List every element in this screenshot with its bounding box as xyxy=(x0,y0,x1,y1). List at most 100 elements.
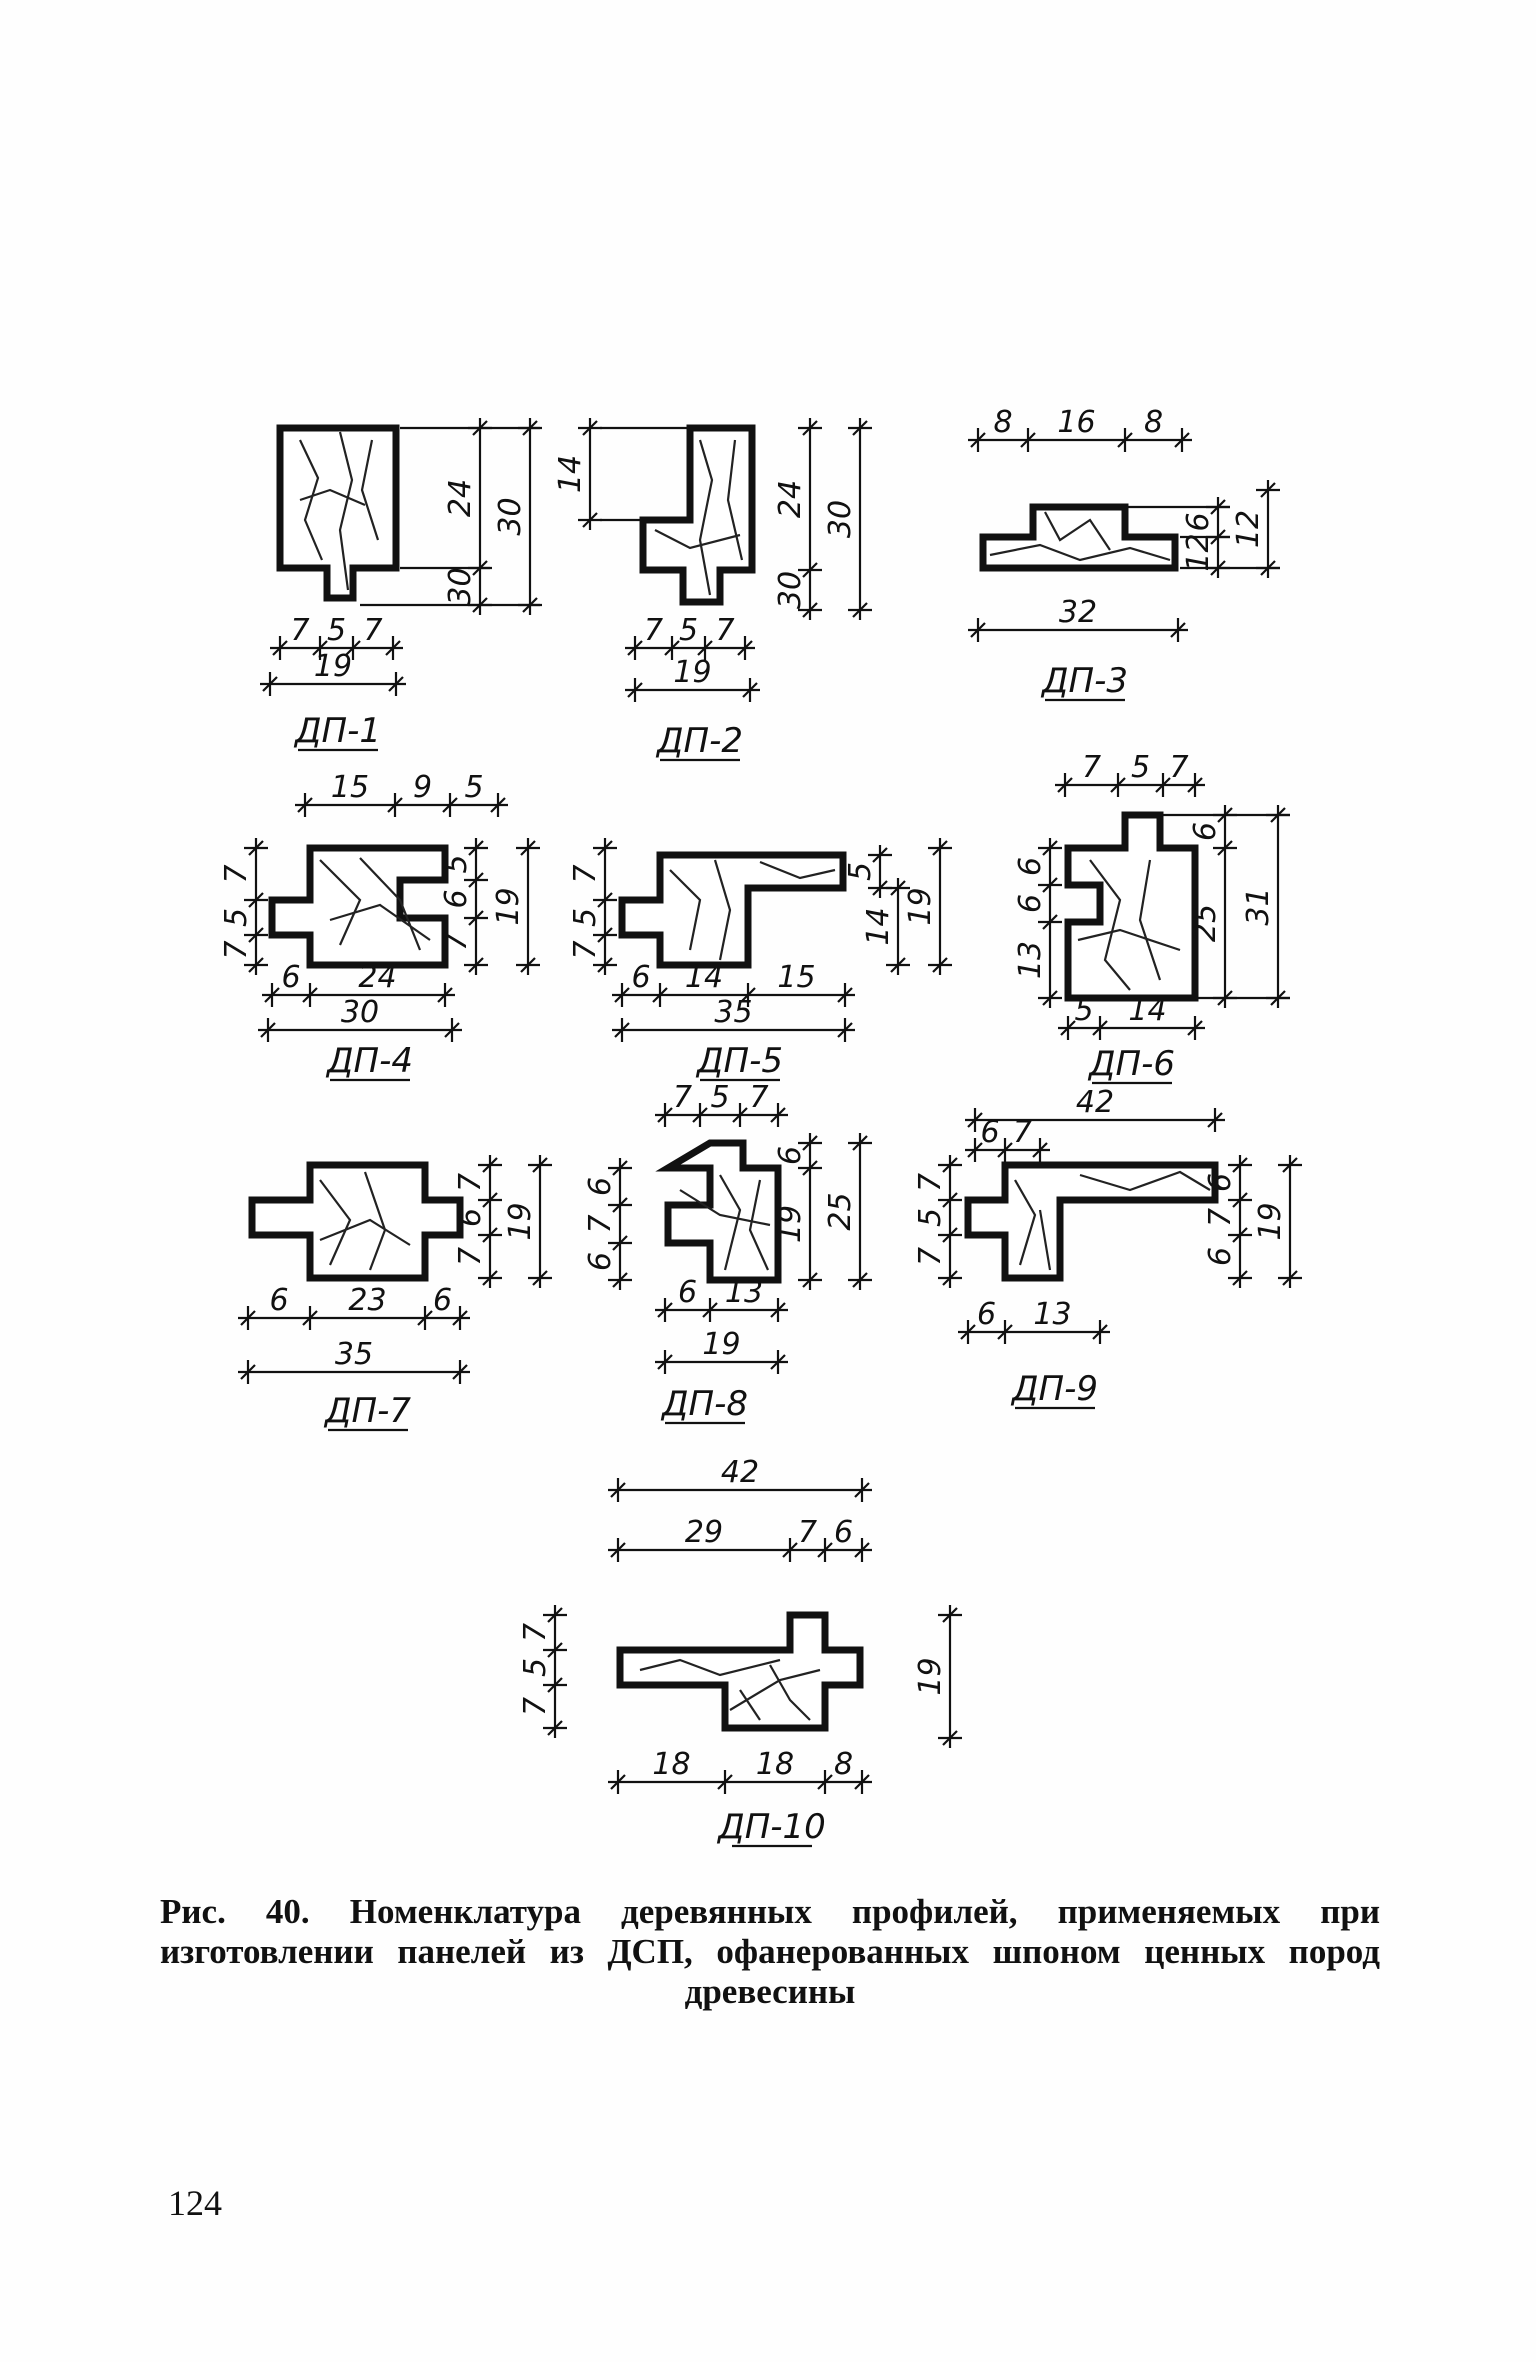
dimension-value: 6 xyxy=(1203,1247,1238,1266)
dimension-value: 35 xyxy=(335,1337,373,1372)
dimension-line xyxy=(442,797,458,813)
dimension-line xyxy=(1042,914,1058,930)
dimension-value: 7 xyxy=(363,613,382,648)
dimension-line xyxy=(417,1310,433,1326)
dimension-value: 5 xyxy=(464,770,483,805)
dimension-line xyxy=(817,1774,833,1790)
dimension-line xyxy=(482,1227,498,1243)
dimension-value: 5 xyxy=(913,1208,948,1227)
dimension-line xyxy=(702,1302,718,1318)
dimension-line xyxy=(520,840,536,856)
dimension-value: 5 xyxy=(518,1658,553,1677)
profile-label: ДП-4 xyxy=(325,1041,413,1081)
dimension-line xyxy=(837,987,853,1003)
wood-grain-line xyxy=(299,488,366,507)
profile-section xyxy=(979,503,1179,572)
dimension-value: 9 xyxy=(413,770,432,805)
dimension-value: 7 xyxy=(1013,1115,1032,1150)
wood-grain-line xyxy=(698,439,714,596)
dimension-line xyxy=(297,797,313,813)
dimension-line xyxy=(582,420,598,436)
dimension-line xyxy=(1282,1157,1298,1173)
dimension-line xyxy=(740,987,756,1003)
dimension-line xyxy=(1260,482,1276,498)
dimension-value: 19 xyxy=(314,649,352,684)
dimension-line xyxy=(1207,1112,1223,1128)
dimension-value: 15 xyxy=(331,770,369,805)
dimension-line xyxy=(737,640,753,656)
dimension-line xyxy=(942,1192,958,1208)
dimension-line xyxy=(872,880,888,896)
dimension-value: 6 xyxy=(1181,512,1216,531)
dimension-value: 7 xyxy=(1169,750,1188,785)
dimension-line xyxy=(468,910,484,926)
dimension-value: 25 xyxy=(823,1192,858,1230)
dimension-value: 12 xyxy=(1181,533,1216,571)
dimension-line xyxy=(610,1774,626,1790)
dimension-line xyxy=(942,1607,958,1623)
dimension-line xyxy=(597,892,613,908)
dimension-line xyxy=(872,847,888,863)
profile-label: ДП-7 xyxy=(323,1391,411,1431)
profile-label: ДП-5 xyxy=(695,1041,783,1081)
dimension-line xyxy=(932,840,948,856)
dimension-value: 7 xyxy=(715,613,734,648)
profile-label: ДП-10 xyxy=(716,1807,826,1847)
dimension-line xyxy=(732,1107,748,1123)
dimension-value: 5 xyxy=(568,908,603,927)
wood-grain-line xyxy=(989,543,1171,562)
profile-section xyxy=(276,424,400,602)
wood-grain-line xyxy=(748,1179,770,1271)
dimension-line xyxy=(240,1364,256,1380)
dimension-value: 7 xyxy=(439,932,474,951)
dimension-value: 6 xyxy=(834,1515,853,1550)
page-number: 124 xyxy=(168,2183,222,2223)
dimension-line xyxy=(1060,1020,1076,1036)
dimension-value: 7 xyxy=(644,613,663,648)
profile-label: ДП-1 xyxy=(293,711,381,751)
wood-grain-line xyxy=(1044,511,1111,551)
dimension-value: 19 xyxy=(702,1327,740,1362)
dimension-line xyxy=(770,1302,786,1318)
profile-label: ДП-3 xyxy=(1040,661,1128,701)
dimension-line xyxy=(468,957,484,973)
dimension-value: 7 xyxy=(453,1173,488,1192)
dimension-line xyxy=(967,1142,983,1158)
dimension-value: 5 xyxy=(710,1080,729,1115)
wood-grain-line xyxy=(1079,1170,1211,1192)
dimension-value: 32 xyxy=(1059,595,1097,630)
dimension-line xyxy=(802,420,818,436)
dimension-line xyxy=(664,640,680,656)
dimension-line xyxy=(852,602,868,618)
dimension-line xyxy=(652,987,668,1003)
dimension-line xyxy=(837,1022,853,1038)
dimension-line xyxy=(452,1364,468,1380)
dimension-line xyxy=(852,420,868,436)
dimension-line xyxy=(240,1310,256,1326)
dimension-line xyxy=(532,1270,548,1286)
dimension-value: 13 xyxy=(1013,941,1048,979)
profile-section xyxy=(639,424,756,606)
dimension-value: 6 xyxy=(631,960,650,995)
dimension-value: 19 xyxy=(673,655,711,690)
dimension-line xyxy=(272,640,288,656)
dimension-value: 30 xyxy=(341,995,379,1030)
dimension-value: 6 xyxy=(453,1208,488,1227)
dimension-line xyxy=(547,1720,563,1736)
dimension-line xyxy=(612,1197,628,1213)
dimension-line xyxy=(802,1160,818,1176)
wood-grain-line xyxy=(769,1664,811,1721)
wood-grain-line xyxy=(1138,859,1162,981)
dimension-line xyxy=(717,1774,733,1790)
dimension-line xyxy=(852,1272,868,1288)
dimension-value: 19 xyxy=(1253,1202,1288,1240)
dimension-value: 19 xyxy=(503,1202,538,1240)
dimension-value: 24 xyxy=(358,960,396,995)
wood-grain-line xyxy=(1038,1209,1052,1271)
profile-section xyxy=(616,1611,864,1732)
dimension-value: 25 xyxy=(1188,904,1223,942)
dimension-value: 7 xyxy=(583,1214,618,1233)
